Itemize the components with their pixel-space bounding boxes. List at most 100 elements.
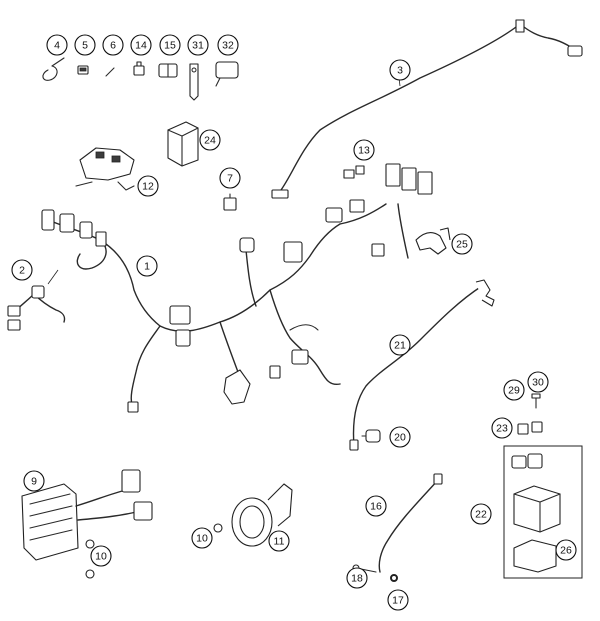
callout-circle xyxy=(527,371,549,393)
callout-number: 31 xyxy=(192,40,204,52)
callout-16: 16 xyxy=(365,495,387,517)
callout-4: 4 xyxy=(46,34,68,56)
callout-circle xyxy=(187,34,209,56)
callout-12: 12 xyxy=(137,175,159,197)
part-small-connector xyxy=(77,65,89,75)
callout-circle xyxy=(217,34,239,56)
callout-circle xyxy=(23,470,45,492)
callout-9: 9 xyxy=(23,470,45,492)
callout-circle xyxy=(90,545,112,567)
callout-circle xyxy=(503,379,525,401)
callout-29: 29 xyxy=(503,379,525,401)
callout-number: 22 xyxy=(475,509,487,521)
callout-22: 22 xyxy=(470,503,492,525)
part-inline-fuse xyxy=(361,429,381,443)
callout-number: 12 xyxy=(142,181,154,193)
callout-18: 18 xyxy=(346,567,368,589)
callout-number: 26 xyxy=(560,545,572,557)
part-horn xyxy=(231,483,293,547)
callout-circle xyxy=(46,34,68,56)
callout-circle xyxy=(365,495,387,517)
callout-1: 1 xyxy=(136,255,158,277)
part-angled-connector xyxy=(415,227,451,255)
starter-relay-group-box xyxy=(503,445,583,579)
callout-number: 5 xyxy=(82,40,88,52)
callout-number: 18 xyxy=(351,573,363,585)
part-plug-connector xyxy=(133,61,145,76)
callout-circle xyxy=(130,34,152,56)
callout-circle xyxy=(389,334,411,356)
callout-number: 4 xyxy=(54,40,60,52)
callout-number: 17 xyxy=(392,595,404,607)
callout-2: 2 xyxy=(11,259,33,281)
callout-15: 15 xyxy=(159,34,181,56)
callout-14: 14 xyxy=(130,34,152,56)
callout-circle xyxy=(159,34,181,56)
part-screw xyxy=(531,393,541,409)
callout-circle xyxy=(353,139,375,161)
callout-10: 10 xyxy=(90,545,112,567)
callout-number: 7 xyxy=(227,173,233,185)
callout-23: 23 xyxy=(491,417,513,439)
callout-3: 3 xyxy=(389,59,411,81)
part-contact-clips xyxy=(517,421,543,435)
part-rear-harness xyxy=(271,19,583,199)
callout-number: 24 xyxy=(204,135,216,147)
part-cable-tie xyxy=(42,57,65,81)
callout-10: 10 xyxy=(191,527,213,549)
callout-number: 13 xyxy=(358,145,370,157)
callout-circle xyxy=(470,503,492,525)
callout-number: 32 xyxy=(222,40,234,52)
callout-circle xyxy=(219,167,241,189)
part-battery-cable xyxy=(349,279,495,451)
callout-number: 14 xyxy=(135,40,147,52)
callout-13: 13 xyxy=(353,139,375,161)
callout-circle xyxy=(346,567,368,589)
callout-circle xyxy=(137,175,159,197)
callout-5: 5 xyxy=(74,34,96,56)
callout-number: 9 xyxy=(31,476,37,488)
callout-circle xyxy=(451,233,473,255)
callout-26: 26 xyxy=(555,539,577,561)
callout-number: 23 xyxy=(496,423,508,435)
callout-17: 17 xyxy=(387,589,409,611)
part-main-harness xyxy=(41,199,409,413)
part-fusebox-bracket xyxy=(75,147,135,191)
callout-30: 30 xyxy=(527,371,549,393)
part-double-connector xyxy=(158,63,178,78)
part-small-switch xyxy=(223,193,237,211)
callout-7: 7 xyxy=(219,167,241,189)
callout-circle xyxy=(74,34,96,56)
callout-number: 29 xyxy=(508,385,520,397)
callout-21: 21 xyxy=(389,334,411,356)
callout-circle xyxy=(491,417,513,439)
callout-circle xyxy=(389,59,411,81)
callout-number: 16 xyxy=(370,501,382,513)
callout-number: 25 xyxy=(456,239,468,251)
callout-circle xyxy=(136,255,158,277)
callout-circle xyxy=(268,530,290,552)
callout-circle xyxy=(387,589,409,611)
callout-circle xyxy=(389,426,411,448)
callout-circle xyxy=(11,259,33,281)
callout-number: 6 xyxy=(110,40,116,52)
part-sensor-connector xyxy=(215,61,239,87)
callout-number: 1 xyxy=(144,261,150,273)
callout-number: 3 xyxy=(397,65,403,77)
callout-number: 11 xyxy=(274,536,285,548)
callout-11: 11 xyxy=(268,530,290,552)
callout-31: 31 xyxy=(187,34,209,56)
callout-circle xyxy=(199,129,221,151)
callout-number: 10 xyxy=(95,551,107,563)
callout-25: 25 xyxy=(451,233,473,255)
callout-number: 30 xyxy=(532,377,544,389)
callout-circle xyxy=(191,527,213,549)
callout-number: 20 xyxy=(394,432,406,444)
callout-circle xyxy=(102,34,124,56)
callout-number: 2 xyxy=(19,265,25,277)
part-fuse-pin xyxy=(105,67,115,77)
part-relay-box xyxy=(167,121,199,167)
callout-number: 15 xyxy=(164,40,176,52)
part-regulator-rectifier xyxy=(21,469,153,561)
